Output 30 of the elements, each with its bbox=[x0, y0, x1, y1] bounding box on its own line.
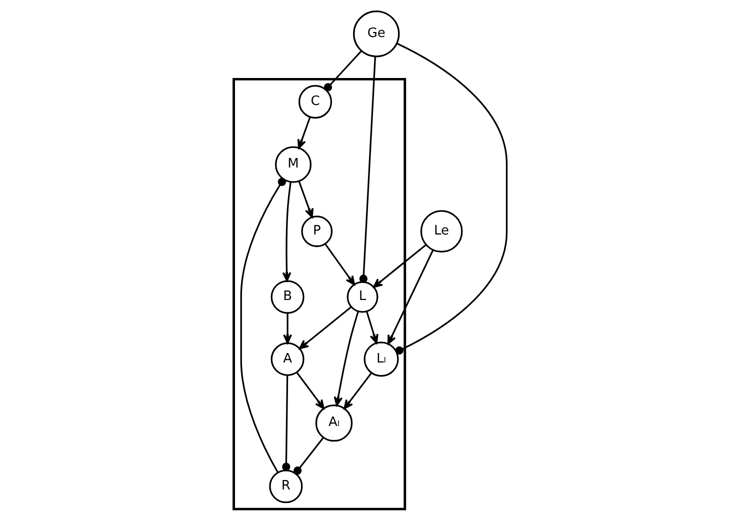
arrow bbox=[372, 244, 426, 288]
arrow bbox=[298, 180, 314, 218]
connector bbox=[324, 50, 362, 92]
node-circle: Ge bbox=[353, 10, 400, 58]
node-circle: P bbox=[301, 216, 333, 248]
connector bbox=[282, 375, 290, 471]
arrow bbox=[283, 313, 292, 344]
arrow bbox=[282, 182, 292, 282]
node-circle: Lₗ bbox=[364, 342, 399, 377]
connector bbox=[240, 178, 286, 473]
connector bbox=[294, 437, 324, 475]
connector bbox=[359, 56, 376, 283]
arrow bbox=[366, 311, 378, 344]
arrow bbox=[296, 372, 324, 410]
arrow bbox=[297, 116, 311, 149]
node-circle: C bbox=[298, 85, 332, 119]
arrow bbox=[298, 306, 352, 350]
node-circle: M bbox=[274, 146, 312, 183]
node-circle: A bbox=[270, 342, 304, 376]
arrow bbox=[387, 249, 434, 345]
node-circle: Le bbox=[420, 210, 463, 253]
node-circle: Aₗ bbox=[315, 404, 353, 442]
arrow bbox=[334, 311, 359, 406]
arrow bbox=[344, 372, 372, 410]
arrow bbox=[324, 243, 356, 286]
node-circle: R bbox=[269, 470, 303, 504]
node-circle: L bbox=[346, 281, 378, 313]
cluster bbox=[232, 78, 406, 510]
node-circle: B bbox=[270, 280, 304, 314]
connector bbox=[395, 42, 508, 355]
